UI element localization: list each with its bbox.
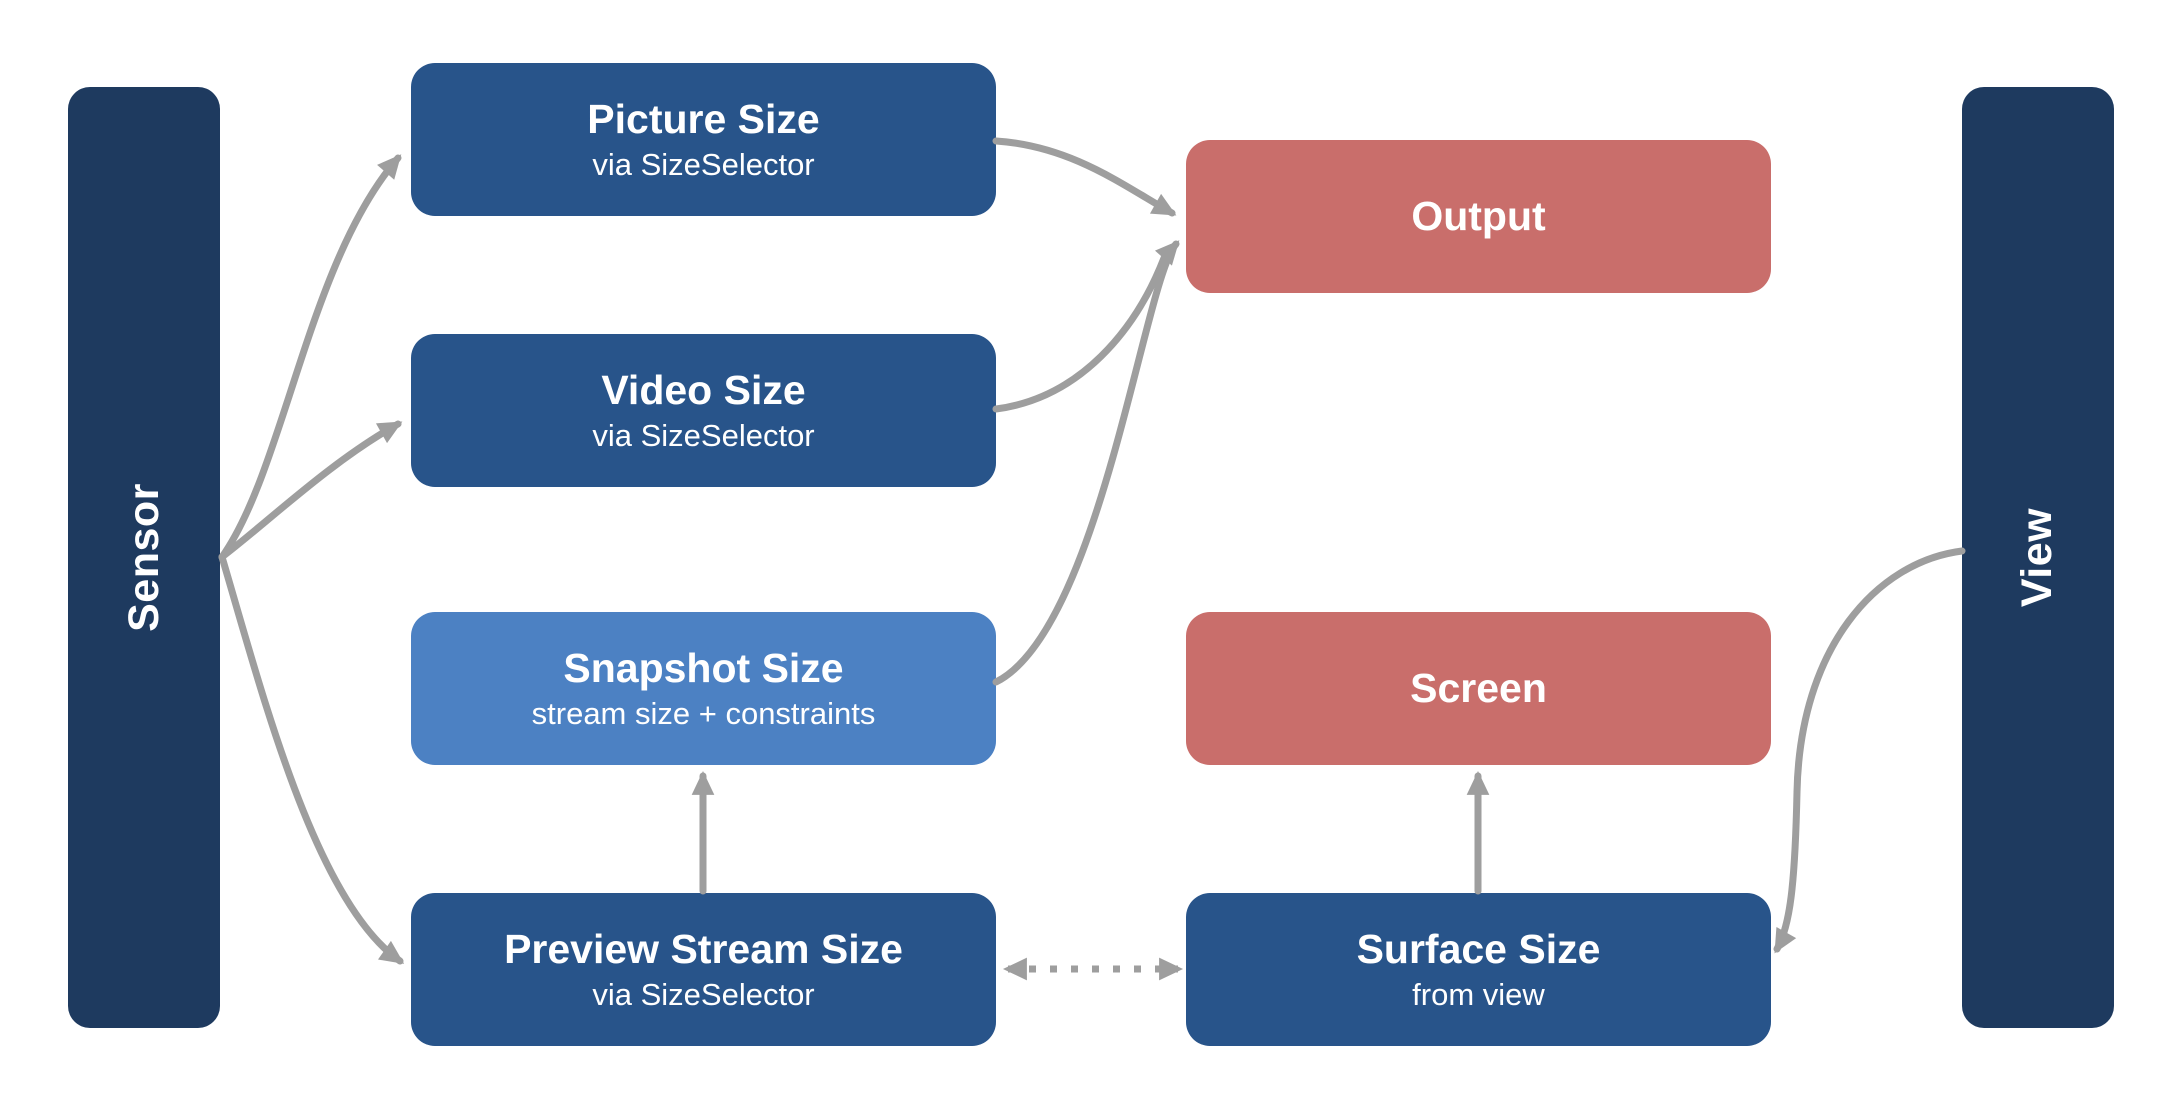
lane-sensor: Sensor [68, 87, 220, 1028]
edge-picture-size-to-output [992, 137, 1177, 217]
edge-video-size-to-output [992, 254, 1168, 413]
node-picture-size: Picture Size via SizeSelector [411, 63, 996, 216]
node-preview-stream-size-title: Preview Stream Size [504, 926, 903, 973]
lane-view-label: View [2013, 507, 2062, 608]
node-preview-stream-size-subtitle: via SizeSelector [592, 976, 815, 1012]
node-output: Output [1186, 140, 1771, 293]
edge-sensor-to-video-size [218, 420, 403, 561]
node-picture-size-subtitle: via SizeSelector [592, 146, 815, 182]
edge-snapshot-size-to-output [992, 240, 1180, 686]
node-video-size: Video Size via SizeSelector [411, 334, 996, 487]
node-picture-size-title: Picture Size [587, 96, 820, 143]
edge-sensor-to-preview-stream-size [218, 553, 405, 965]
edge-sensor-to-picture-size [218, 154, 402, 561]
node-surface-size-title: Surface Size [1356, 926, 1601, 973]
node-screen-title: Screen [1410, 664, 1547, 711]
lane-view: View [1962, 87, 2114, 1028]
node-snapshot-size: Snapshot Size stream size + constraints [411, 612, 996, 765]
node-output-title: Output [1411, 192, 1546, 239]
node-surface-size: Surface Size from view [1186, 893, 1771, 1046]
node-video-size-title: Video Size [601, 367, 806, 414]
node-surface-size-subtitle: from view [1412, 976, 1545, 1012]
lane-sensor-label: Sensor [119, 483, 168, 632]
node-preview-stream-size: Preview Stream Size via SizeSelector [411, 893, 996, 1046]
edge-view-to-surface-size [1773, 547, 1966, 954]
node-snapshot-size-subtitle: stream size + constraints [531, 695, 876, 731]
node-video-size-subtitle: via SizeSelector [592, 417, 815, 453]
node-screen: Screen [1186, 612, 1771, 765]
node-snapshot-size-title: Snapshot Size [563, 645, 844, 692]
